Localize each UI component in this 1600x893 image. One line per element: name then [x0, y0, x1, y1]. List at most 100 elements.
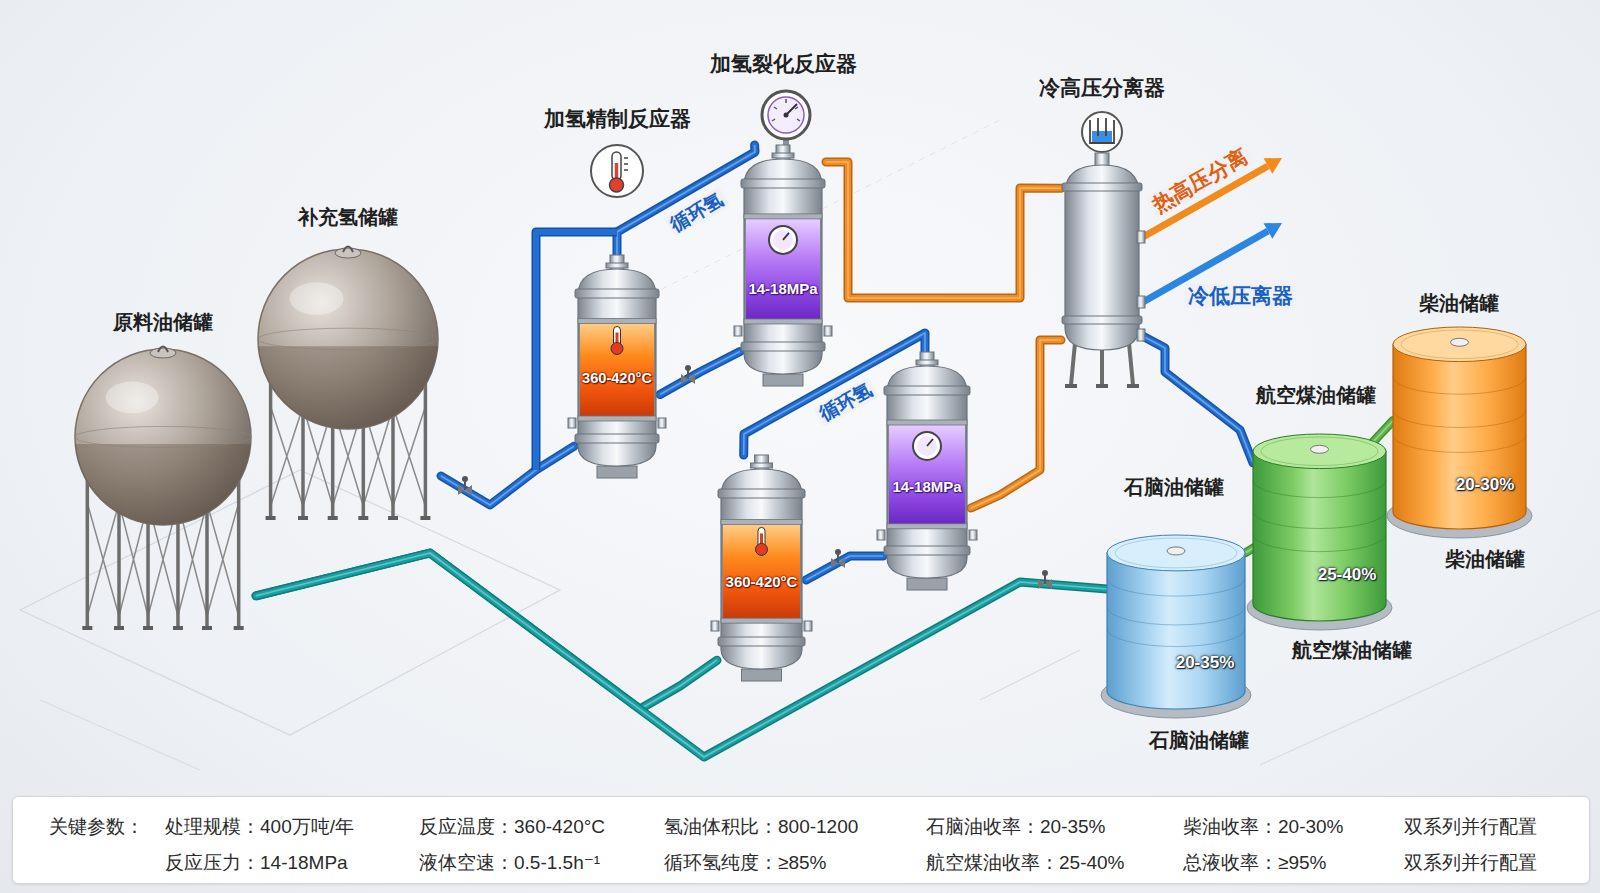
tank-name: 柴油储罐 [1445, 548, 1525, 571]
valve-body [838, 558, 845, 568]
parameter-cell: 循环氢纯度：≥85% [664, 852, 826, 874]
leg-pad [328, 516, 338, 520]
icon-ring [591, 145, 643, 197]
reactor-vessel: 加氢精制反应器360-420°C [574, 255, 660, 480]
leg-pad [298, 516, 308, 520]
pipe-line [256, 553, 1107, 757]
pipe-connector [1143, 336, 1253, 463]
sphere-outline [70, 345, 256, 630]
thermometer-bulb [756, 543, 768, 555]
body-flange [718, 637, 805, 646]
vessel-base [742, 669, 782, 681]
reactor-vessel: 14-18MPa [883, 352, 971, 592]
thermometer-stem [612, 152, 621, 180]
vessel-base [907, 578, 947, 590]
vessel-outline [1090, 120, 1114, 143]
sphere-outline [255, 245, 441, 520]
body-flange [884, 546, 970, 555]
catalyst-window [889, 424, 965, 525]
separator-outline [1061, 153, 1143, 388]
temperature-value: 360-420°C [582, 370, 652, 387]
tank-band [1393, 410, 1526, 427]
leg-bracing [393, 407, 425, 507]
pipe-label: 循环氢 [664, 187, 729, 237]
temperature-value: 360-420°C [726, 573, 798, 590]
parameter-cell: 双系列并行配置 [1404, 852, 1537, 874]
window-rim [721, 618, 802, 623]
side-nozzle [824, 326, 832, 336]
parameter-cell: 石脑油收率：20-35% [926, 816, 1106, 838]
floor-line [40, 700, 200, 770]
leg-bracing [87, 503, 119, 616]
side-nozzle [1137, 231, 1145, 243]
leg-pad [1127, 384, 1139, 388]
arrow-head [1264, 158, 1282, 174]
reactor-outline [574, 255, 660, 480]
valve-stem [687, 370, 689, 379]
parameter-cell: 总液收率：≥95% [1183, 852, 1326, 874]
parameter-panel: 关键参数：处理规模：400万吨/年反应温度：360-420°C氢油体积比：800… [12, 796, 1590, 884]
tank-name: 原料油储罐 [113, 311, 213, 334]
gauge-needle [927, 439, 933, 446]
leg-bracing [207, 503, 239, 616]
body-flange [1062, 183, 1142, 191]
pipe-connector [826, 162, 1061, 298]
catalyst-window [580, 323, 654, 418]
window-rim [721, 519, 802, 524]
valve-stem [837, 554, 839, 563]
leg-pad [420, 516, 430, 520]
nozzle-flange [916, 360, 938, 365]
tank-shell [1107, 553, 1245, 709]
tank-band [1253, 511, 1386, 528]
leg-pad [1065, 384, 1077, 388]
valve-body [688, 374, 695, 384]
storage-tank: 柴油储罐20-30%柴油储罐 [1393, 327, 1526, 535]
valve-handle [1042, 570, 1048, 576]
side-nozzle [804, 621, 812, 631]
valve-body [1038, 579, 1045, 589]
side-nozzle [877, 530, 885, 540]
liquid-fill [75, 444, 251, 532]
window-rim [887, 420, 967, 425]
pipe-outline [256, 553, 1107, 757]
separator-vessel: 冷高压分离器 [1061, 153, 1143, 388]
leg-pad [114, 626, 124, 630]
support-leg [1129, 343, 1133, 385]
nozzle-flange [751, 463, 773, 468]
valve-body [1045, 579, 1052, 589]
pipe-highlight [660, 352, 740, 395]
tank-outline [1107, 535, 1245, 715]
pipe-line [826, 162, 1061, 298]
side-nozzle [568, 418, 576, 428]
pipe-line [660, 352, 740, 395]
vessel-name: 加氢精制反应器 [544, 107, 691, 131]
gauge-ticks [772, 99, 800, 121]
floor-line [1260, 610, 1600, 765]
valve-handle [685, 365, 691, 371]
parameter-cell: 处理规模：400万吨/年 [165, 816, 354, 838]
valve-stem [1044, 575, 1046, 584]
pipe-outline [660, 352, 740, 395]
window-rim [744, 214, 822, 219]
roof-hatch [1311, 445, 1329, 453]
roof-ring [1115, 538, 1237, 568]
pipe-connector [971, 340, 1061, 508]
thermometer-bulb [610, 178, 624, 192]
thermometer-ticks [624, 158, 628, 170]
manhole-hook [343, 247, 353, 253]
parameter-cell: 液体空速：0.5-1.5h⁻¹ [419, 852, 600, 874]
valve-body [458, 485, 465, 495]
tank-band [1107, 607, 1245, 625]
manhole [150, 348, 176, 358]
tank-band [1107, 578, 1245, 596]
pressure-value: 14-18MPa [892, 478, 961, 495]
pressure-gauge-icon [762, 91, 810, 139]
gauge-ring [769, 226, 797, 254]
support-leg [1071, 343, 1075, 385]
leg-pad [1096, 384, 1108, 388]
stream-label: 热高压分离 [1146, 143, 1254, 219]
manhole [335, 248, 361, 258]
pipe-highlight [441, 446, 574, 505]
